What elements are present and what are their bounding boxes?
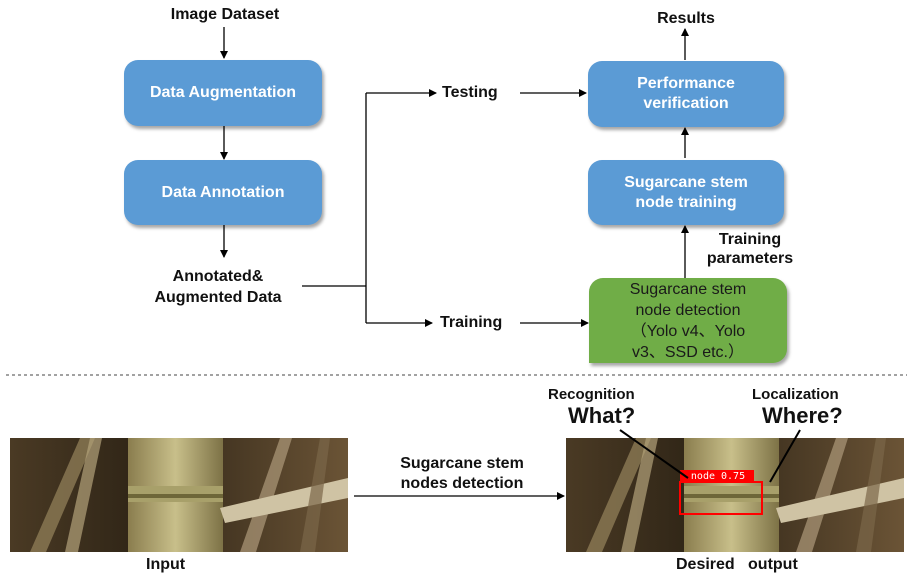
training-parameters-label: Training parameters: [706, 231, 794, 267]
stem-node-detection-box: Sugarcane stem node detection （Yolo v4、Y…: [589, 278, 787, 363]
input-label: Input: [146, 556, 186, 573]
data-augmentation-box: Data Augmentation: [124, 60, 322, 126]
data-annotation-box: Data Annotation: [124, 160, 322, 225]
testing-label: Testing: [442, 84, 498, 101]
annotated-augmented-data-label: Annotated& Augmented Data: [154, 268, 282, 306]
localization-label: Localization: [752, 386, 839, 403]
input-photo: [10, 438, 348, 552]
output-photo: [566, 438, 904, 552]
what-label: What?: [568, 403, 636, 428]
where-label: Where?: [762, 403, 843, 428]
stem-node-training-box: Sugarcane stem node training: [588, 160, 784, 225]
results-label: Results: [657, 10, 715, 27]
training-label: Training: [440, 314, 503, 331]
image-dataset-label: Image Dataset: [170, 6, 280, 23]
performance-verification-box: Performance verification: [588, 61, 784, 127]
detection-tag: node 0.75: [690, 471, 746, 482]
output-image: [566, 438, 904, 552]
stem-nodes-detection-label: Sugarcane stem nodes detection: [400, 455, 524, 492]
input-image: [10, 438, 348, 552]
desired-output-label: Desired output: [676, 556, 798, 573]
recognition-label: Recognition: [548, 386, 635, 403]
detection-tag-bg: [680, 470, 754, 483]
